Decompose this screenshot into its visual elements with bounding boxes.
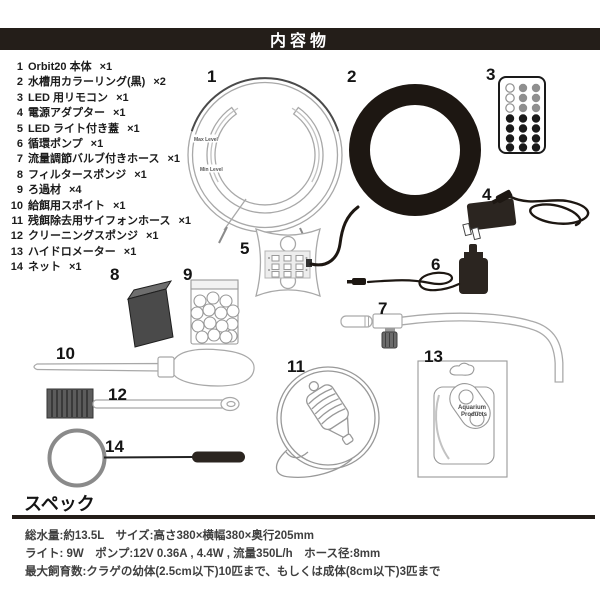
filter-media-bag-illustration xyxy=(190,279,240,345)
diagram-number-8: 8 xyxy=(110,265,120,284)
siphon-hose-illustration xyxy=(275,366,380,478)
package-brand-line2: Products xyxy=(461,412,488,418)
cleaning-sponge-illustration xyxy=(46,388,240,419)
spec-line-capacity: 最大飼育数:クラゲの幼体(2.5cm以下)10匹まで、もしくは成体(8cm以下)… xyxy=(25,566,441,578)
diagram-number-10: 10 xyxy=(56,344,75,363)
color-ring-illustration xyxy=(349,84,481,216)
spec-heading: スペック xyxy=(24,494,95,514)
tank-illustration: Max Level Min Level xyxy=(187,77,343,244)
pump-illustration xyxy=(347,244,488,294)
spec-line-volume-size: 総水量:約13.5L サイズ:高さ380×横幅380×奥行205mm xyxy=(25,530,314,542)
dropper-illustration xyxy=(33,348,255,387)
spec-lines: 総水量:約13.5L サイズ:高さ380×横幅380×奥行205mm ライト: … xyxy=(25,527,441,581)
diagram-number-7: 7 xyxy=(378,299,388,318)
diagram-number-6: 6 xyxy=(431,255,441,274)
diagram-number-11: 11 xyxy=(287,357,305,376)
remote-illustration xyxy=(498,76,546,154)
valve-hose-illustration xyxy=(340,312,564,383)
diagram-number-9: 9 xyxy=(183,265,193,284)
power-adapter-illustration xyxy=(462,189,590,241)
tank-min-level-label: Min Level xyxy=(200,167,223,173)
hydrometer-package-illustration: Aquarium Products xyxy=(417,360,508,478)
diagram-number-3: 3 xyxy=(486,65,496,84)
tank-max-level-label: Max Level xyxy=(194,137,219,143)
net-illustration xyxy=(47,428,245,488)
diagram-number-13: 13 xyxy=(424,347,443,366)
diagram-number-2: 2 xyxy=(347,67,357,86)
filter-sponge-illustration xyxy=(126,280,174,348)
led-lid-illustration xyxy=(255,205,360,298)
diagram-number-4: 4 xyxy=(482,185,492,204)
package-brand-line1: Aquarium xyxy=(458,405,486,411)
contents-title: 内容物 xyxy=(269,33,330,50)
contents-banner: 内容物 xyxy=(0,28,600,50)
diagram-number-12: 12 xyxy=(108,385,127,404)
diagram-number-14: 14 xyxy=(105,437,124,456)
spec-divider xyxy=(12,515,595,519)
diagram-number-1: 1 xyxy=(207,67,217,86)
diagram-number-5: 5 xyxy=(240,239,250,258)
spec-line-light-pump: ライト: 9W ポンプ:12V 0.36A , 4.4W , 流量350L/h … xyxy=(25,548,381,560)
